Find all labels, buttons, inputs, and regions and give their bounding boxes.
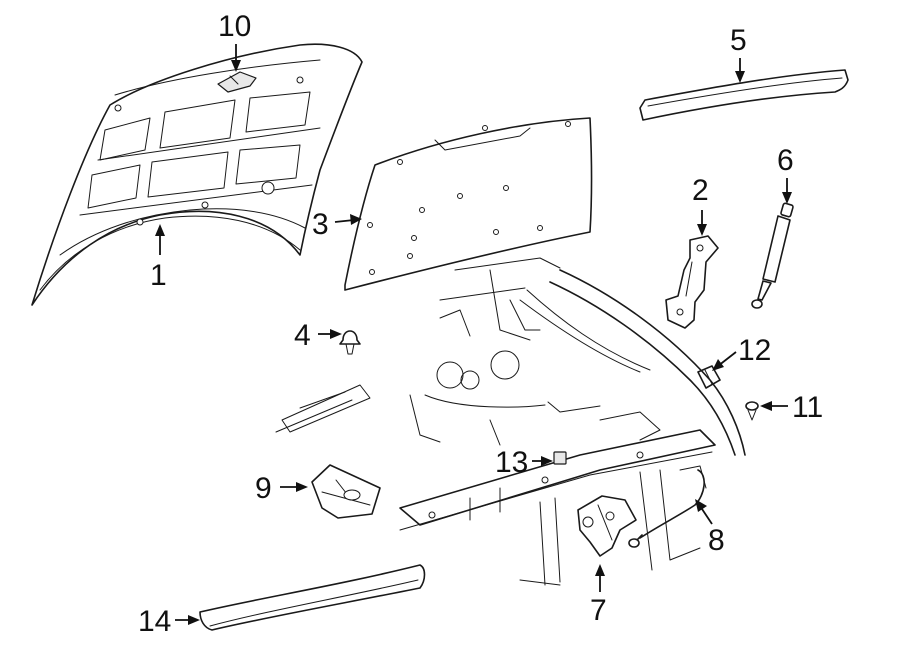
callout-label-2: 2 <box>692 174 709 207</box>
hood-bumper <box>745 401 759 421</box>
hood-clip <box>697 365 721 389</box>
callout-12: 12 <box>712 334 771 371</box>
hood-molding <box>639 69 849 121</box>
callout-label-14: 14 <box>138 605 171 638</box>
callout-1: 1 <box>150 224 167 292</box>
callout-label-8: 8 <box>708 524 725 557</box>
hood-insulation <box>344 117 593 291</box>
callout-label-13: 13 <box>495 446 528 479</box>
callout-label-6: 6 <box>777 144 794 177</box>
hood-strut <box>751 202 794 309</box>
callout-label-1: 1 <box>150 259 167 292</box>
callout-label-3: 3 <box>312 208 329 241</box>
callout-label-9: 9 <box>255 472 272 505</box>
callout-label-11: 11 <box>792 391 823 424</box>
hood <box>31 43 363 306</box>
callout-8: 8 <box>695 499 725 557</box>
callout-3: 3 <box>312 208 362 241</box>
callout-11: 11 <box>760 391 823 424</box>
safety-catch <box>311 464 381 519</box>
callout-label-4: 4 <box>294 319 311 352</box>
callout-13: 13 <box>495 446 553 479</box>
push-pin-retainer <box>339 330 361 355</box>
callout-14: 14 <box>138 605 200 638</box>
callout-5: 5 <box>730 24 747 83</box>
callout-6: 6 <box>777 144 794 204</box>
callout-label-5: 5 <box>730 24 747 57</box>
callout-10: 10 <box>218 10 251 72</box>
callout-7: 7 <box>590 564 607 627</box>
hood-latch-striker <box>217 71 257 93</box>
callout-2: 2 <box>692 174 709 236</box>
callout-9: 9 <box>255 472 308 505</box>
hood-latch <box>577 495 637 557</box>
callout-4: 4 <box>294 319 342 352</box>
engine-compartment <box>275 257 746 586</box>
callout-label-12: 12 <box>738 334 771 367</box>
clip-nut <box>553 451 567 465</box>
callout-label-7: 7 <box>590 594 607 627</box>
hood-hinge <box>665 235 719 329</box>
bug-deflector <box>199 564 426 631</box>
release-cable <box>628 465 707 548</box>
callout-label-10: 10 <box>218 10 251 43</box>
